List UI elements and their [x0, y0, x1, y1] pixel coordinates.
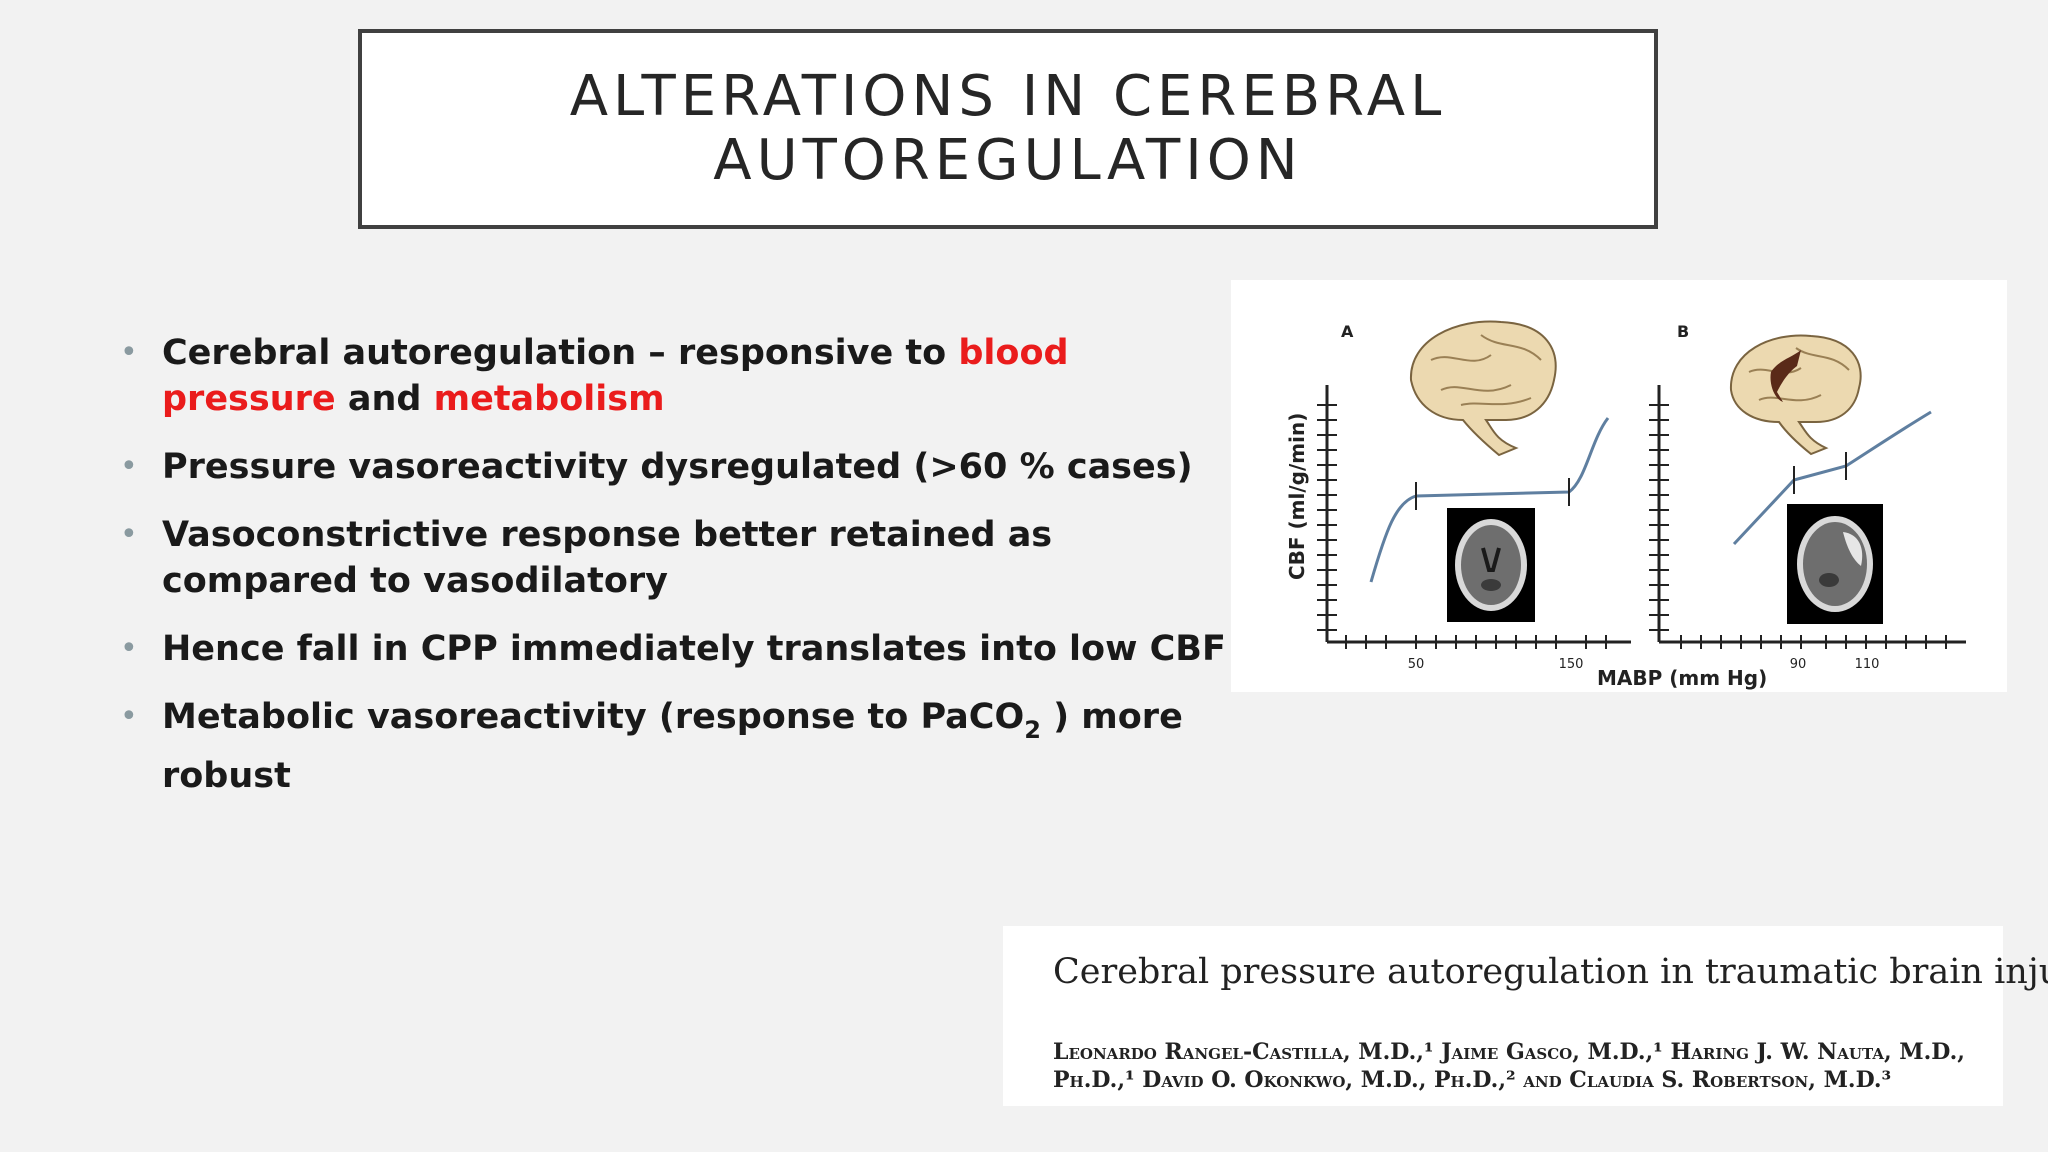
autoregulation-figure: A B CBF (ml/g/min) [1231, 280, 2007, 692]
bullet-text: Pressure vasoreactivity dysregulated (>6… [162, 447, 1193, 487]
x-axis-label: MABP (mm Hg) [1597, 666, 1767, 690]
bullet-item: • Hence fall in CPP immediately translat… [120, 626, 1240, 672]
panel-b-label: B [1677, 322, 1689, 341]
citation-authors: Leonardo Rangel-Castilla, M.D.,¹ Jaime G… [1053, 1039, 1965, 1093]
panel-a-label: A [1341, 322, 1354, 341]
bullet-text: Cerebral autoregulation – responsive to [162, 333, 959, 373]
ct-scan-image-a [1447, 508, 1535, 622]
brain-illustration-b [1729, 334, 1862, 456]
tick-label: 110 [1855, 657, 1880, 672]
citation-box: Cerebral pressure autoregulation in trau… [1003, 926, 2048, 1106]
panel-b-axes [1649, 385, 1966, 649]
bullet-text: Hence fall in CPP immediately translates… [162, 629, 1226, 669]
bullet-item: • Vasoconstrictive response better retai… [120, 512, 1240, 604]
bullet-item: • Cerebral autoregulation – responsive t… [120, 330, 1240, 422]
slide-title-line2: AUTOREGULATION [713, 128, 1303, 193]
ct-scan-image-b [1787, 504, 1883, 624]
bullet-text: ) more robust [162, 697, 1183, 796]
tick-label: 90 [1790, 657, 1807, 672]
bullet-dot-icon: • [120, 449, 138, 484]
tick-label: 50 [1408, 657, 1425, 672]
bullet-item: • Pressure vasoreactivity dysregulated (… [120, 444, 1240, 490]
autoregulation-figure-svg: A B CBF (ml/g/min) [1285, 320, 1966, 690]
tick-label: 150 [1559, 657, 1584, 672]
highlight-text: metabolism [433, 379, 665, 419]
subscript-text: 2 [1024, 716, 1041, 744]
bullet-dot-icon: • [120, 699, 138, 734]
bullet-item: • Metabolic vasoreactivity (response to … [120, 694, 1240, 799]
highlight-text: blood pressure [162, 333, 1069, 419]
slide-title-line1: ALTERATIONS IN CEREBRAL [569, 64, 1447, 129]
title-box: ALTERATIONS IN CEREBRAL AUTOREGULATION [358, 29, 1658, 229]
panel-a-axes [1317, 385, 1631, 649]
bullet-text: and [335, 379, 434, 419]
y-axis-label: CBF (ml/g/min) [1285, 413, 1309, 580]
bullet-dot-icon: • [120, 517, 138, 552]
brain-illustration-a [1409, 320, 1557, 457]
bullet-dot-icon: • [120, 631, 138, 666]
citation-title: Cerebral pressure autoregulation in trau… [1053, 952, 2048, 992]
bullet-text: Vasoconstrictive response better retaine… [162, 515, 1053, 601]
bullet-text: Metabolic vasoreactivity (response to Pa… [162, 697, 1025, 737]
bullet-list: • Cerebral autoregulation – responsive t… [120, 330, 1240, 821]
bullet-dot-icon: • [120, 335, 138, 370]
